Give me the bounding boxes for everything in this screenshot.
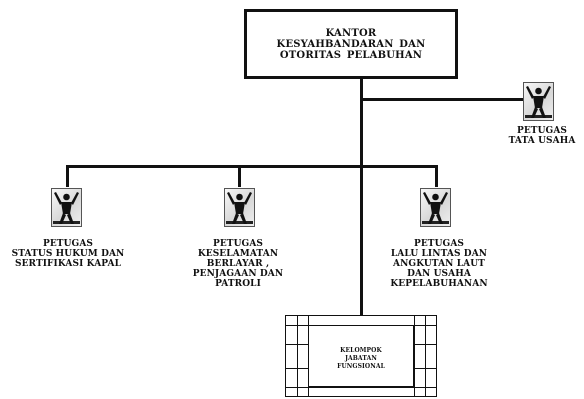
main-vertical-line [360, 79, 363, 316]
status-hukum-label: PETUGAS STATUS HUKUM DAN SERTIFIKASI KAP… [3, 239, 133, 269]
keselamatan-line-1: PETUGAS [212, 239, 264, 249]
person-arms-raised-icon [422, 192, 449, 224]
bottom-box-grid-line-v3 [414, 316, 415, 396]
status-hukum-line-3: SERTIFIKASI KAPAL [14, 259, 122, 269]
kantor-line-1: KANTOR [325, 27, 377, 39]
tata-usaha-label: PETUGAS TATA USAHA [501, 126, 583, 146]
status-hukum-drop-line [66, 165, 69, 187]
tata-usaha-branch-line [360, 98, 538, 101]
kelompok-line-2: JABATAN [345, 355, 377, 362]
bottom-box-grid-line-v1 [297, 316, 298, 396]
keselamatan-person-icon [224, 188, 255, 227]
lalu-lintas-person-icon [420, 188, 451, 227]
tata-usaha-line-1: PETUGAS [516, 126, 568, 136]
staff-horizontal-line [66, 165, 437, 168]
lalu-lintas-line-1: PETUGAS [413, 239, 465, 249]
lalu-lintas-drop-line [435, 165, 438, 187]
lalu-lintas-line-3: ANGKUTAN LAUT [393, 259, 485, 269]
keselamatan-line-5: PATROLI [215, 279, 261, 289]
kantor-line-2: KESYAHBANDARAN DAN [276, 38, 426, 50]
kantor-line-3: OTORITAS PELABUHAN [279, 49, 423, 61]
status-hukum-line-1: PETUGAS [42, 239, 94, 249]
lalu-lintas-line-4: DAN USAHA [407, 269, 471, 279]
keselamatan-line-3: BERLAYAR , [206, 259, 270, 269]
tata-usaha-person-icon [523, 82, 554, 121]
keselamatan-line-2: KESELAMATAN [197, 249, 279, 259]
keselamatan-line-4: PENJAGAAN DAN [192, 269, 284, 279]
bottom-box-grid-line-h2 [286, 387, 436, 388]
keselamatan-drop-line [238, 165, 241, 187]
person-arms-raised-icon [53, 192, 80, 224]
tata-usaha-line-2: TATA USAHA [508, 136, 576, 146]
status-hukum-line-2: STATUS HUKUM DAN [11, 249, 125, 259]
keselamatan-label: PETUGAS KESELAMATAN BERLAYAR , PENJAGAAN… [176, 239, 300, 289]
kelompok-inner-box: KELOMPOK JABATAN FUNGSIONAL [308, 325, 414, 387]
person-arms-raised-icon [525, 86, 552, 118]
kelompok-label: KELOMPOK JABATAN FUNGSIONAL [309, 347, 413, 371]
kelompok-line-1: KELOMPOK [340, 347, 382, 354]
lalu-lintas-label: PETUGAS LALU LINTAS DAN ANGKUTAN LAUT DA… [370, 239, 508, 289]
kelompok-jabatan-fungsional-box: KELOMPOK JABATAN FUNGSIONAL [285, 315, 437, 397]
lalu-lintas-line-5: KEPELABUHANAN [390, 279, 488, 289]
status-hukum-person-icon [51, 188, 82, 227]
kelompok-line-3: FUNGSIONAL [337, 363, 385, 370]
person-arms-raised-icon [226, 192, 253, 224]
bottom-box-grid-line-v4 [425, 316, 426, 396]
kantor-box: KANTOR KESYAHBANDARAN DAN OTORITAS PELAB… [244, 9, 458, 79]
lalu-lintas-line-2: LALU LINTAS DAN [390, 249, 488, 259]
